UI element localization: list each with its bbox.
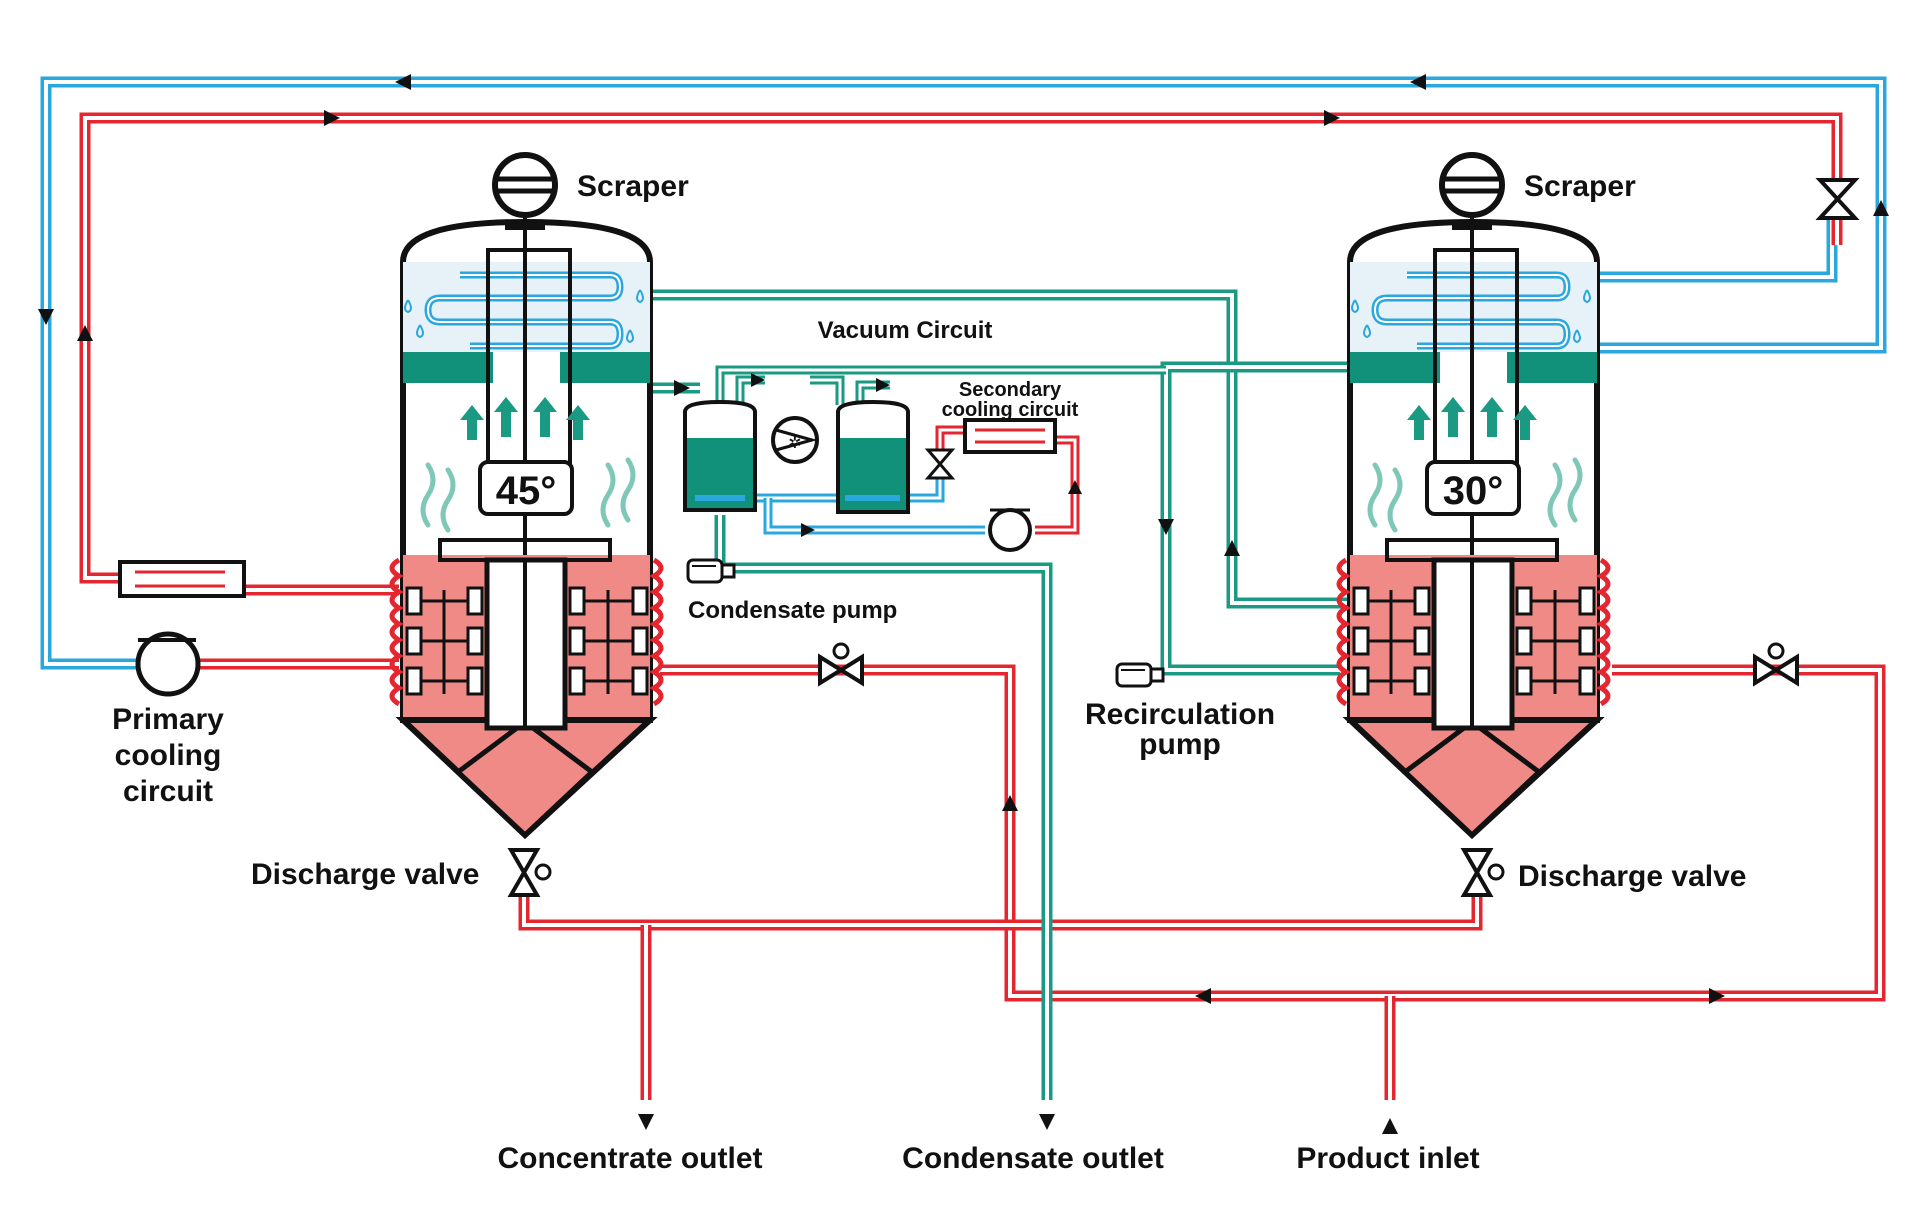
vapour-flow-arrows xyxy=(460,397,1537,440)
recirculation-pump-icon xyxy=(1115,662,1165,688)
scraper-label-left: Scraper xyxy=(577,170,689,203)
primary-cooling-label-3: circuit xyxy=(123,775,213,808)
discharge-collector-pipe xyxy=(518,895,1483,1100)
temperature-display-left: 45° xyxy=(478,460,574,516)
secondary-cooling-label-1: Secondary xyxy=(959,379,1062,401)
recirculation-pump-label-2: pump xyxy=(1139,728,1221,761)
svg-text:✲: ✲ xyxy=(788,433,801,452)
condenser-tank-left xyxy=(683,399,757,512)
condensate-pump-icon xyxy=(686,558,736,584)
droplet-icon xyxy=(404,289,1591,344)
primary-cooling-label-2: cooling xyxy=(115,739,222,772)
svg-text:30°: 30° xyxy=(1443,469,1504,513)
condensate-outlet-label: Condensate outlet xyxy=(902,1142,1164,1175)
svg-text:45°: 45° xyxy=(496,469,557,513)
recirculation-valve-right-icon xyxy=(1753,642,1799,687)
recirculation-pump-label-1: Recirculation xyxy=(1085,698,1275,731)
primary-cooling-supply-pipe xyxy=(40,76,1887,670)
condenser-tank-right xyxy=(836,399,910,514)
secondary-pump-icon xyxy=(988,508,1032,552)
secondary-valve-icon xyxy=(924,448,956,480)
scraper-label-right: Scraper xyxy=(1524,170,1636,203)
top-right-valve-icon xyxy=(1815,178,1860,220)
vacuum-circuit-label: Vacuum Circuit xyxy=(818,317,993,344)
temperature-display-right: 30° xyxy=(1425,460,1521,516)
scraper-motor-icon-right xyxy=(1439,152,1505,230)
product-inlet-label: Product inlet xyxy=(1296,1142,1479,1175)
condensate-pump-label: Condensate pump xyxy=(688,597,897,624)
concentrate-outlet-label: Concentrate outlet xyxy=(497,1142,762,1175)
discharge-valve-left-icon xyxy=(507,848,552,897)
evaporator-right xyxy=(1336,215,1611,840)
refrigeration-compressor-icon: ✲ xyxy=(771,416,819,464)
primary-heating-pipe xyxy=(79,112,1843,670)
discharge-valve-label-left: Discharge valve xyxy=(251,858,479,891)
recirculation-red-pipes xyxy=(660,664,1886,1002)
discharge-valve-right-icon xyxy=(1460,848,1505,897)
recirculation-valve-left-icon xyxy=(818,642,864,687)
discharge-valve-label-right: Discharge valve xyxy=(1518,860,1746,893)
steam-icon xyxy=(420,457,1583,533)
primary-cooling-exchanger xyxy=(118,560,246,598)
evaporator-left xyxy=(389,215,664,840)
flow-arrow-icon xyxy=(38,74,1889,1134)
secondary-cooler-exchanger xyxy=(963,418,1057,454)
scraper-motor-icon-left xyxy=(492,152,558,230)
secondary-cooling-label-2: cooling circuit xyxy=(942,399,1079,421)
primary-cooling-label-1: Primary xyxy=(112,703,224,736)
primary-cooling-pump-icon xyxy=(135,631,201,697)
